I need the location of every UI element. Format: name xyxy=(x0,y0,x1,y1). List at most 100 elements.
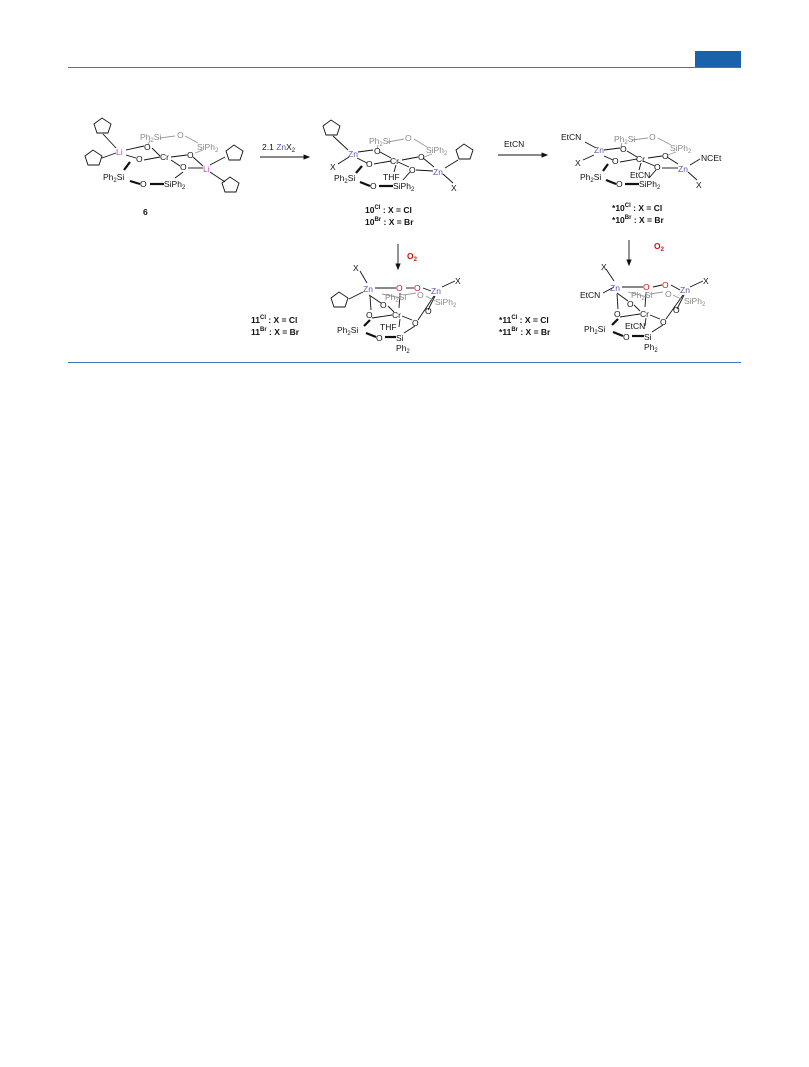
svg-text:THF: THF xyxy=(383,172,400,182)
svg-text:O: O xyxy=(418,152,425,162)
label-10-star-cl: *10Cl : X = Cl xyxy=(612,203,662,213)
svg-text:X: X xyxy=(575,158,581,168)
thf-ring xyxy=(93,117,112,134)
svg-text:O: O xyxy=(177,130,184,140)
svg-text:Zn: Zn xyxy=(433,167,443,177)
svg-text:SiPh2: SiPh2 xyxy=(670,143,692,155)
svg-text:O: O xyxy=(396,283,403,293)
svg-text:SiPh2: SiPh2 xyxy=(684,296,706,308)
svg-text:Ph2Si: Ph2Si xyxy=(103,172,124,184)
svg-text:X: X xyxy=(696,180,702,190)
svg-text:Ph2Si: Ph2Si xyxy=(334,173,355,185)
label-10-cl: 10Cl : X = Cl xyxy=(365,205,412,215)
header-rule xyxy=(68,67,741,68)
arrow-step-2 xyxy=(498,152,549,158)
svg-text:Zn: Zn xyxy=(678,164,688,174)
svg-text:O: O xyxy=(412,318,419,328)
svg-text:Zn: Zn xyxy=(680,285,690,295)
svg-text:Zn: Zn xyxy=(594,145,604,155)
svg-text:O: O xyxy=(366,310,373,320)
svg-text:X: X xyxy=(455,276,461,286)
svg-text:O: O xyxy=(366,159,373,169)
svg-text:O: O xyxy=(405,133,412,143)
svg-text:SiPh2: SiPh2 xyxy=(164,179,186,191)
svg-text:EtCN: EtCN xyxy=(630,170,650,180)
label-11-br: 11Br : X = Br xyxy=(251,327,300,337)
svg-text:O: O xyxy=(425,306,432,316)
svg-text:O: O xyxy=(140,179,147,189)
svg-text:O: O xyxy=(665,289,672,299)
svg-text:O: O xyxy=(623,332,630,342)
svg-text:X: X xyxy=(451,183,457,193)
reagent-o2-right: O2 xyxy=(654,241,665,253)
svg-text:Ph2: Ph2 xyxy=(644,342,658,354)
svg-text:O: O xyxy=(414,283,421,293)
svg-text:Cr: Cr xyxy=(640,309,649,319)
arrow-step-4 xyxy=(626,240,632,267)
svg-text:Ph2: Ph2 xyxy=(396,343,410,355)
svg-text:X: X xyxy=(330,162,336,172)
thf-ring xyxy=(221,176,240,193)
label-11-cl: 11Cl : X = Cl xyxy=(251,315,297,325)
thf-ring xyxy=(84,149,103,166)
compound-11-star-structure: Zn O O Zn X X EtCN O Cr O O O EtCN Ph2Si… xyxy=(580,262,709,354)
svg-text:SiPh2: SiPh2 xyxy=(435,297,457,309)
label-10-br: 10Br : X = Br xyxy=(365,217,414,227)
svg-text:Cr: Cr xyxy=(160,152,169,162)
svg-text:Ph2Si: Ph2Si xyxy=(614,134,635,146)
svg-text:O: O xyxy=(612,156,619,166)
compound-6-structure: Li O O Cr O O Li Ph2Si O SiPh2 Ph2Si O S… xyxy=(84,117,244,193)
svg-text:O: O xyxy=(374,146,381,156)
reagent-o2-left: O2 xyxy=(407,251,418,263)
label-10-star-br: *10Br : X = Br xyxy=(612,215,665,225)
svg-text:EtCN: EtCN xyxy=(625,321,645,331)
svg-text:SiPh2: SiPh2 xyxy=(639,179,661,191)
svg-text:O: O xyxy=(620,144,627,154)
svg-text:O: O xyxy=(380,300,387,310)
svg-text:THF: THF xyxy=(380,322,397,332)
svg-text:Ph2Si: Ph2Si xyxy=(369,136,390,148)
svg-text:Ph2Si: Ph2Si xyxy=(385,292,406,304)
header-accent-tab xyxy=(695,51,741,67)
reagent-znx2: 2.1 ZnX2 xyxy=(262,142,296,154)
thf-ring xyxy=(225,144,244,161)
svg-text:O: O xyxy=(673,305,680,315)
svg-text:O: O xyxy=(614,309,621,319)
svg-text:Ph2Si: Ph2Si xyxy=(140,132,161,144)
reagent-etcn: EtCN xyxy=(504,139,524,149)
svg-text:O: O xyxy=(180,162,187,172)
compound-6-label: 6 xyxy=(143,207,148,217)
svg-text:Si: Si xyxy=(644,332,652,342)
svg-text:NCEt: NCEt xyxy=(701,153,722,163)
svg-text:Li: Li xyxy=(203,164,210,174)
svg-text:O: O xyxy=(627,299,634,309)
arrow-step-1 xyxy=(260,154,311,160)
svg-text:Zn: Zn xyxy=(431,286,441,296)
svg-text:O: O xyxy=(616,179,623,189)
svg-text:O: O xyxy=(660,317,667,327)
svg-text:O: O xyxy=(662,151,669,161)
svg-text:O: O xyxy=(662,280,669,290)
svg-text:Cr: Cr xyxy=(392,310,401,320)
compound-10-structure: Zn O O Cr O O Zn X X THF Ph2Si O SiPh2 P… xyxy=(322,119,474,193)
svg-text:Ph2Si: Ph2Si xyxy=(584,324,605,336)
svg-text:O: O xyxy=(144,142,151,152)
svg-text:O: O xyxy=(376,333,383,343)
svg-text:Li: Li xyxy=(116,147,123,157)
svg-text:Ph2Si: Ph2Si xyxy=(580,172,601,184)
svg-text:Zn: Zn xyxy=(610,283,620,293)
reaction-scheme: Li O O Cr O O Li Ph2Si O SiPh2 Ph2Si O S… xyxy=(84,117,722,355)
svg-text:EtCN: EtCN xyxy=(580,290,600,300)
compound-11-structure: Zn O O Zn X X O Cr O O O THF Ph2Si O SiP… xyxy=(330,263,461,355)
arrow-step-3 xyxy=(395,244,401,271)
svg-text:Ph2Si: Ph2Si xyxy=(631,290,652,302)
scheme-bottom-rule xyxy=(68,362,741,363)
label-11-star-cl: *11Cl : X = Cl xyxy=(499,315,549,325)
svg-text:O: O xyxy=(409,165,416,175)
svg-text:O: O xyxy=(136,154,143,164)
compound-10-star-structure: Zn O O Cr O O Zn EtCN X NCEt X EtCN Ph2S… xyxy=(561,132,722,191)
svg-text:Ph2Si: Ph2Si xyxy=(337,325,358,337)
svg-text:O: O xyxy=(370,181,377,191)
svg-text:O: O xyxy=(187,150,194,160)
label-11-star-br: *11Br : X = Br xyxy=(499,327,551,337)
